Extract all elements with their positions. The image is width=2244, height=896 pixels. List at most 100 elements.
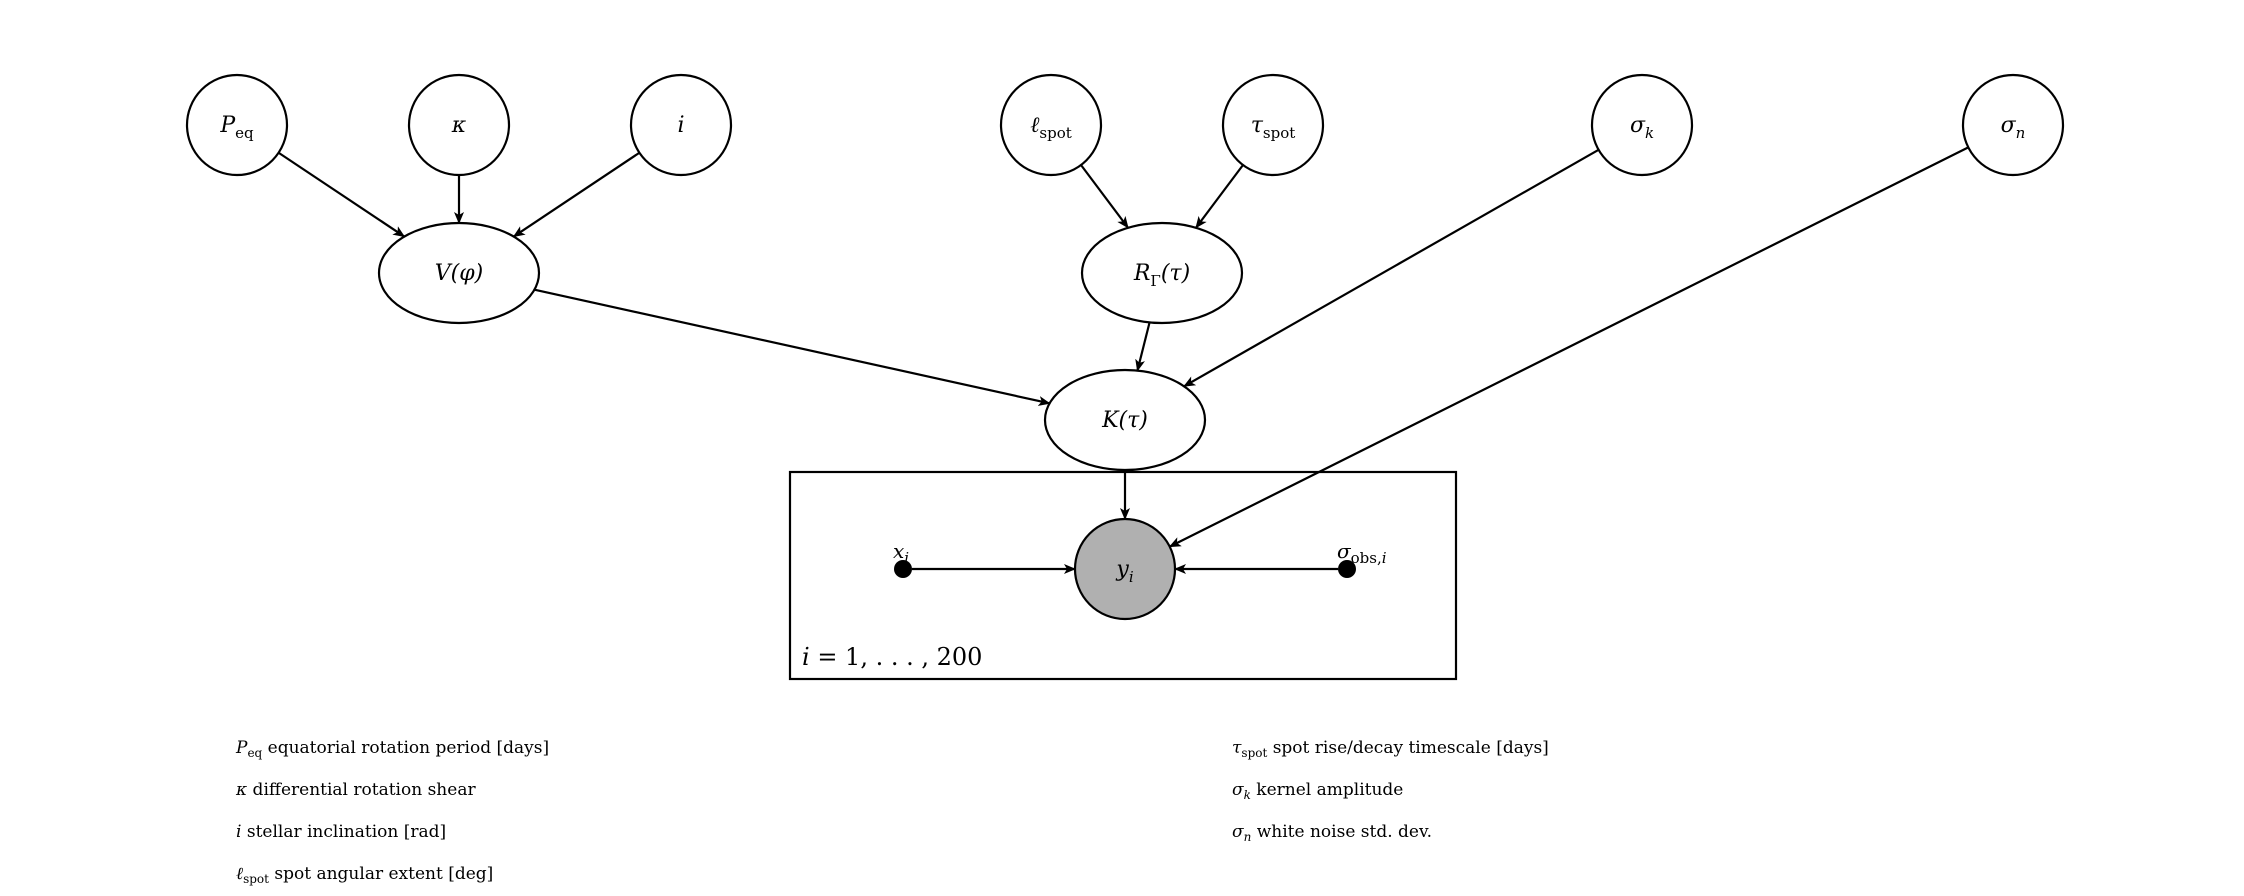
node-label-R: RΓ(τ) (1133, 261, 1190, 290)
node-label-y: yi (1115, 557, 1133, 586)
plate-label-range: = 1, . . . , 200 (810, 643, 983, 671)
legend-subscript: spot (1241, 746, 1267, 760)
edge-i-to-V (512, 151, 641, 238)
legend-description: equatorial rotation period [days] (262, 738, 549, 758)
dot-symbol: σ (1337, 539, 1352, 563)
edge-tau-spot-to-R (1195, 164, 1244, 229)
legend-description: stellar inclination [rad] (241, 822, 446, 842)
edges-layer (277, 146, 1969, 574)
legend: Peq equatorial rotation period [days] κ d… (235, 738, 1549, 886)
legend-item: τspot spot rise/decay timescale [days] (1232, 738, 1549, 760)
node-shape-y (1073, 517, 1177, 621)
legend-symbol: κ (235, 780, 247, 800)
legend-item: i stellar inclination [rad] (236, 822, 446, 842)
legend-description: spot rise/decay timescale [days] (1267, 738, 1549, 758)
node-label-sigma-n: σn (2001, 113, 2026, 142)
dot-subscript: obs, (1351, 549, 1382, 567)
legend-subscript: k (1244, 788, 1251, 802)
legend-symbol: P (235, 738, 248, 758)
dot-label-x: xi (893, 539, 909, 567)
node-symbol: τ (1251, 113, 1264, 138)
node-symbol: κ (451, 113, 467, 138)
node-suffix: (τ) (1161, 261, 1190, 286)
node-sigma-k: σk (1590, 73, 1694, 177)
node-symbol: y (1115, 557, 1129, 582)
node-label-V: V(φ) (435, 261, 483, 286)
node-V: V(φ) (377, 221, 541, 325)
node-shape-R (1080, 221, 1244, 325)
node-i: i (629, 73, 733, 177)
node-subscript: spot (1039, 124, 1071, 142)
dot-label-sigma-obs: σobs,i (1337, 539, 1387, 567)
legend-description: white noise std. dev. (1251, 822, 1432, 842)
edge-V-to-K (534, 288, 1051, 406)
node-shape-V (377, 221, 541, 325)
node-symbol: ℓ (1030, 113, 1040, 138)
node-subscript: Γ (1150, 272, 1160, 290)
legend-subscript: n (1244, 830, 1252, 844)
node-tau-spot: τspot (1221, 73, 1325, 177)
node-subscript: n (2016, 124, 2026, 142)
node-symbol: R (1133, 261, 1151, 286)
dot-sigma-obs: σobs,i (1337, 539, 1387, 578)
node-shape-sigma-k (1590, 73, 1694, 177)
node-label-kappa: κ (451, 113, 467, 138)
node-shape-sigma-n (1961, 73, 2065, 177)
dot-x: xi (893, 539, 912, 578)
node-symbol: K(τ) (1101, 408, 1148, 433)
legend-symbol: σ (1232, 822, 1244, 842)
plate-label: i = 1, . . . , 200 (802, 643, 982, 671)
legend-symbol: ℓ (236, 864, 243, 884)
legend-item: Peq equatorial rotation period [days] (235, 738, 549, 760)
node-shape-K (1043, 368, 1207, 472)
node-symbol: σ (1630, 113, 1646, 138)
legend-subscript: eq (247, 746, 262, 760)
node-subscript: spot (1263, 124, 1295, 142)
node-label-P-eq: Peq (219, 113, 254, 142)
legend-subscript: spot (243, 872, 269, 886)
node-y: yi (1073, 517, 1177, 621)
legend-description: spot angular extent [deg] (269, 864, 493, 884)
node-label-i: i (677, 113, 684, 138)
node-shape-tau-spot (1221, 73, 1325, 177)
edge-sigma-k-to-K (1183, 148, 1600, 388)
edge-sigma-n-to-y (1168, 146, 1969, 548)
legend-item: σn white noise std. dev. (1232, 822, 1432, 844)
legend-symbol: τ (1232, 738, 1242, 758)
dot-subscript: i (904, 549, 909, 567)
edge-R-to-K (1135, 322, 1151, 372)
legend-symbol: i (236, 822, 241, 842)
dot-subscript-index: i (1382, 549, 1387, 567)
node-subscript: i (1129, 568, 1134, 586)
node-subscript: eq (235, 124, 254, 142)
plate (788, 470, 1458, 681)
node-shape-l-spot (999, 73, 1103, 177)
node-kappa: κ (407, 73, 511, 177)
dot-marker-x (894, 560, 912, 578)
dot-marker-sigma-obs (1338, 560, 1356, 578)
legend-item: σk kernel amplitude (1232, 780, 1403, 802)
node-R: RΓ(τ) (1080, 221, 1244, 325)
node-P-eq: Peq (185, 73, 289, 177)
node-label-l-spot: ℓspot (1030, 113, 1072, 142)
node-label-sigma-k: σk (1630, 113, 1654, 142)
node-symbol: σ (2001, 113, 2017, 138)
legend-symbol: σ (1232, 780, 1244, 800)
node-symbol: i (677, 113, 684, 138)
edge-l-spot-to-R (1080, 164, 1129, 229)
node-subscript: k (1645, 124, 1654, 142)
plate-label-var: i (802, 643, 810, 671)
dot-symbol: x (893, 539, 904, 563)
node-symbol: V(φ) (435, 261, 483, 286)
legend-item: κ differential rotation shear (235, 780, 476, 800)
legend-item: ℓspot spot angular extent [deg] (236, 864, 493, 886)
node-K: K(τ) (1043, 368, 1207, 472)
node-shape-P-eq (185, 73, 289, 177)
legend-description: differential rotation shear (247, 780, 476, 800)
node-l-spot: ℓspot (999, 73, 1103, 177)
legend-description: kernel amplitude (1251, 780, 1403, 800)
node-label-K: K(τ) (1101, 408, 1148, 433)
node-symbol: P (219, 113, 236, 138)
